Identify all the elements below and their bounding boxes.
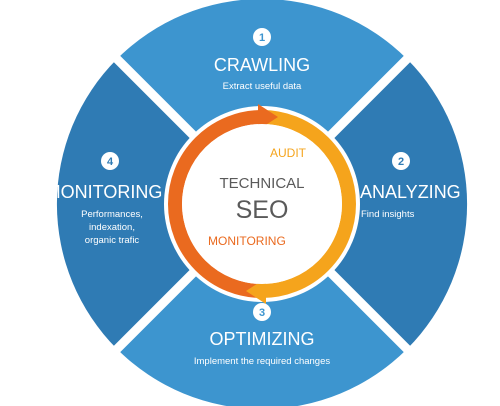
segment-monitoring-shape: [56, 59, 262, 349]
arrowhead-icon: [246, 278, 266, 304]
segment-desc-analyzing: Find insights: [361, 209, 415, 220]
step-number-2: 2: [398, 156, 404, 168]
segment-analyzing-shape: [262, 59, 468, 349]
step-badge-4: [101, 152, 119, 170]
segment-crawling: [117, 0, 407, 204]
segment-title-analyzing: ANALYZING: [360, 182, 461, 202]
segment-desc-monitoring-line3: organic trafic: [85, 235, 140, 246]
step-number-4: 4: [107, 156, 114, 168]
segment-monitoring: [56, 59, 262, 349]
cycle-ring: [168, 104, 356, 304]
center-title-line2: SEO: [236, 196, 289, 224]
segment-title-monitoring: MONITORING: [46, 182, 163, 202]
segment-desc-monitoring-line1: Performances,: [81, 209, 143, 220]
step-number-1: 1: [259, 32, 265, 44]
center-title-line1: TECHNICAL: [219, 175, 304, 192]
step-badge-3: [253, 303, 271, 321]
segment-crawling-shape: [117, 0, 407, 204]
step-number-3: 3: [259, 307, 265, 319]
ring-label-audit: AUDIT: [270, 146, 307, 160]
step-badge-2: [392, 152, 410, 170]
center-disk: [182, 124, 342, 284]
segment-desc-monitoring-line2: indexation,: [89, 222, 135, 233]
segment-desc-optimizing: Implement the required changes: [194, 356, 330, 367]
step-badge-1: [253, 28, 271, 46]
arrowhead-icon: [258, 104, 278, 130]
ring-arc-audit: [261, 110, 356, 298]
segment-title-crawling: CRAWLING: [214, 55, 310, 75]
ring-label-monitoring: MONITORING: [208, 234, 286, 248]
segment-title-optimizing: OPTIMIZING: [210, 329, 315, 349]
segment-analyzing: [262, 59, 468, 349]
segment-desc-crawling: Extract useful data: [223, 81, 302, 92]
ring-arc-monitoring: [168, 110, 263, 298]
